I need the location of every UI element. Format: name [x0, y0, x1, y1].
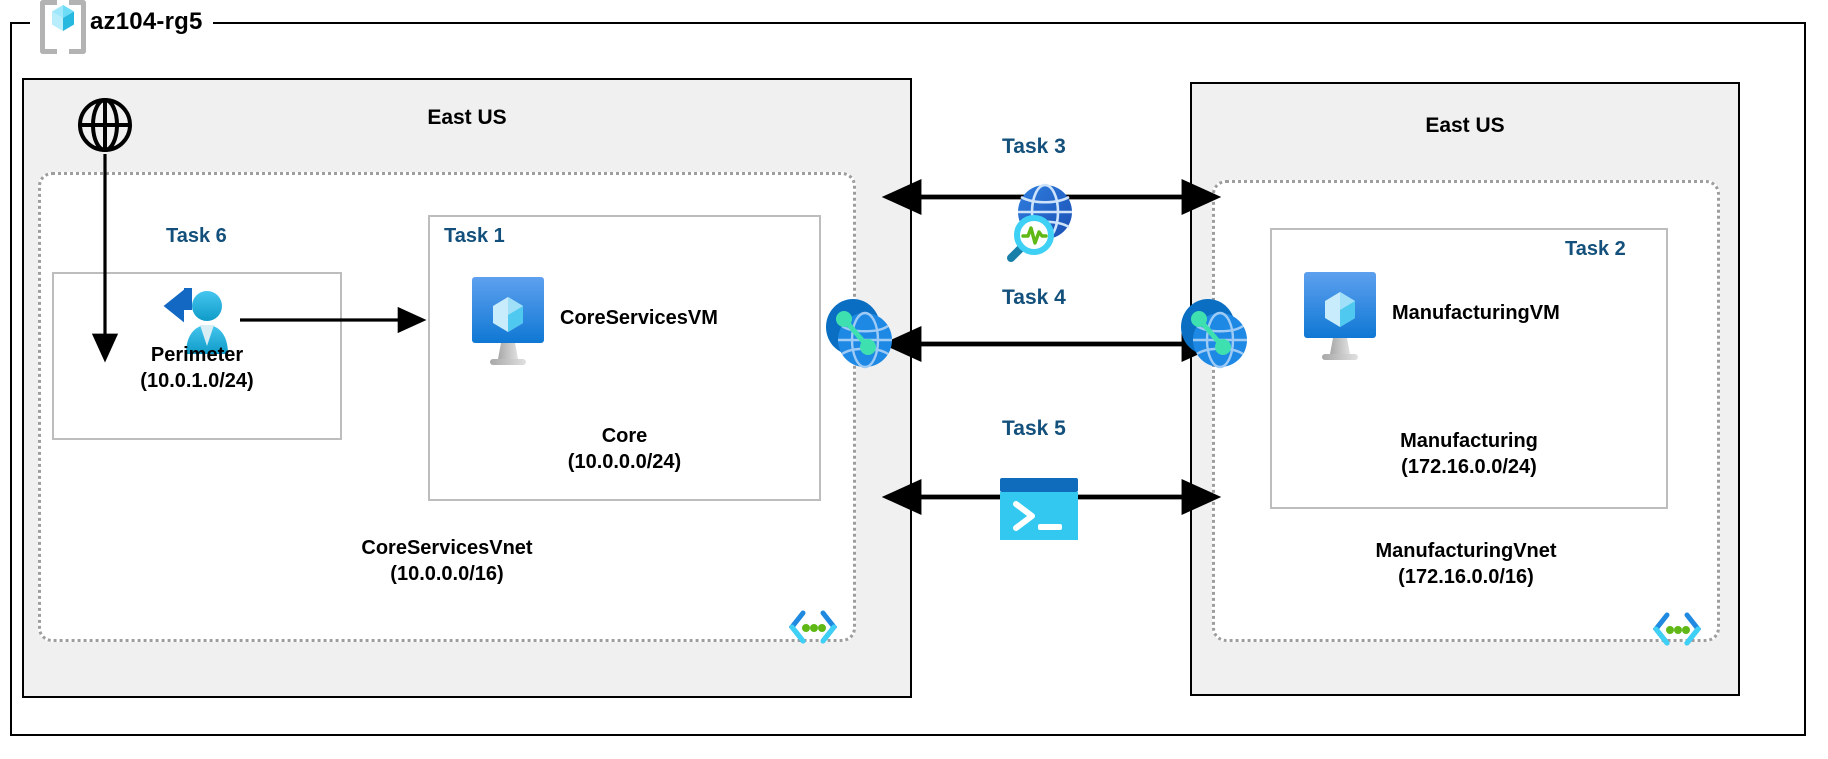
region-label-left: East US: [427, 106, 507, 129]
task-label-task5: Task 5: [1002, 417, 1066, 440]
subnet-label-core: Core (10.0.0.0/24): [567, 425, 682, 474]
subnet-label-perimeter: Perimeter (10.0.1.0/24): [140, 344, 254, 393]
vnet-label-coreservices: CoreServicesVnet (10.0.0.0/16): [361, 537, 533, 586]
task-label-task3: Task 3: [1002, 135, 1066, 158]
vnet-peering-icon: [1175, 295, 1253, 378]
task-label-task6: Task 6: [166, 225, 227, 247]
subnet-box-core: [428, 215, 821, 501]
task-label-task1: Task 1: [444, 225, 505, 247]
task-label-task2: Task 2: [1565, 238, 1626, 260]
azure-virtual-machine-icon: [1300, 270, 1380, 367]
subnet-label-manufacturing: Manufacturing (172.16.0.0/24): [1400, 430, 1538, 479]
vnet-peering-icon: [820, 295, 898, 378]
user-with-arrow-icon: [152, 280, 238, 371]
cloud-shell-terminal-icon: [1000, 478, 1078, 545]
resource-group-title: az104-rg5: [30, 0, 213, 54]
vnet-code-brackets-icon: [788, 610, 838, 649]
resource-group-frame: [10, 22, 1806, 736]
task-label-task4: Task 4: [1002, 286, 1066, 309]
vnet-label-manufacturing: ManufacturingVnet (172.16.0.0/16): [1375, 540, 1557, 589]
resource-group-name: az104-rg5: [90, 8, 203, 35]
azure-virtual-machine-icon: [468, 275, 548, 372]
globe-internet-icon: [76, 96, 134, 159]
vnet-code-brackets-icon: [1652, 612, 1702, 651]
region-label-right: East US: [1425, 114, 1505, 137]
vm-label-manufacturingvm: ManufacturingVM: [1392, 302, 1560, 324]
network-watcher-globe-magnifier-icon: [995, 180, 1079, 269]
azure-resource-group-cube-icon: [40, 0, 86, 54]
vm-label-coreservicesvm: CoreServicesVM: [560, 307, 718, 329]
